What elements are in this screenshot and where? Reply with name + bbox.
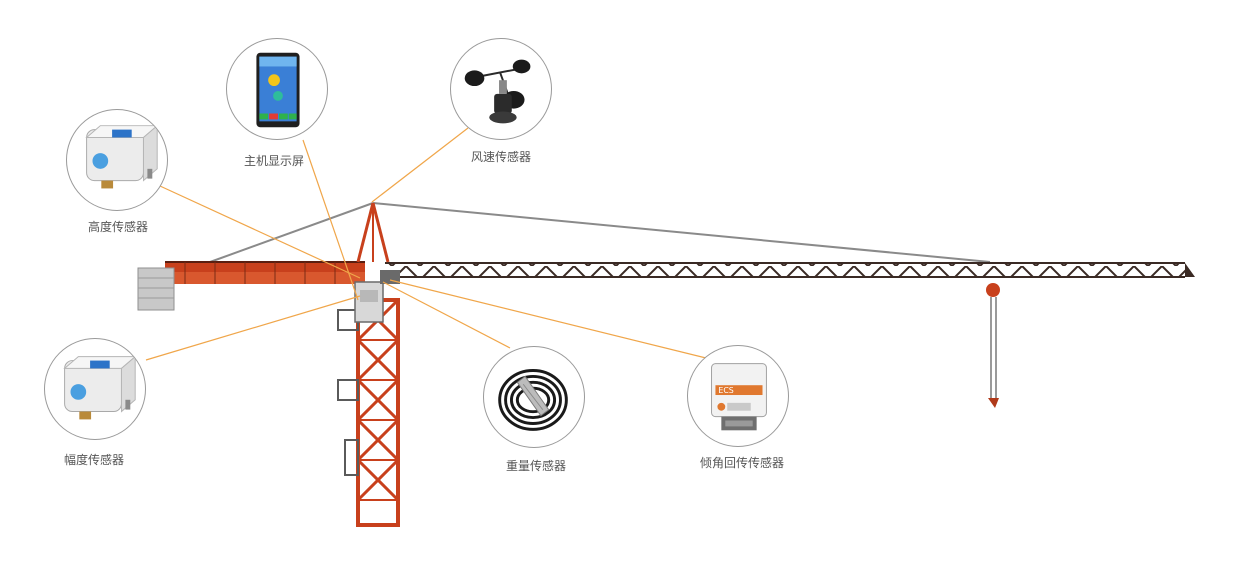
- range-sensor-label: 幅度传感器: [63, 453, 125, 467]
- height-sensor-label: 高度传感器: [87, 220, 149, 234]
- weight-sensor-label: 重量传感器: [505, 459, 567, 473]
- load-cell-icon: [498, 369, 568, 431]
- tower-mast: [337, 298, 401, 527]
- range-sensor-bubble: [44, 338, 146, 440]
- tilt-sensor-icon: ECS: [711, 363, 767, 431]
- leader-lines: [145, 127, 707, 361]
- tilt-device-text: ECS: [718, 386, 733, 395]
- display-screen-bubble: [226, 38, 328, 140]
- anemometer-icon: [464, 59, 531, 124]
- range-sensor-icon: [63, 355, 137, 420]
- tilt-sensor-label: 倾角回传传感器: [699, 456, 785, 470]
- wind-sensor-bubble: [450, 38, 552, 140]
- main-jib: [385, 262, 1195, 278]
- wind-sensor-label: 风速传感器: [470, 150, 532, 164]
- height-sensor-icon: [85, 124, 159, 189]
- tilt-sensor-bubble: ECS: [687, 345, 789, 447]
- trolley-and-hook: [986, 283, 1000, 408]
- height-sensor-bubble: [66, 109, 168, 211]
- counter-jib: [165, 261, 365, 284]
- crane-apex: [356, 202, 390, 263]
- slewing-cabin: [354, 270, 400, 323]
- tie-cables: [209, 202, 991, 263]
- counterweight: [137, 267, 175, 311]
- display-screen-icon: [256, 52, 300, 128]
- weight-sensor-bubble: [483, 346, 585, 448]
- display-screen-label: 主机显示屏: [243, 154, 305, 168]
